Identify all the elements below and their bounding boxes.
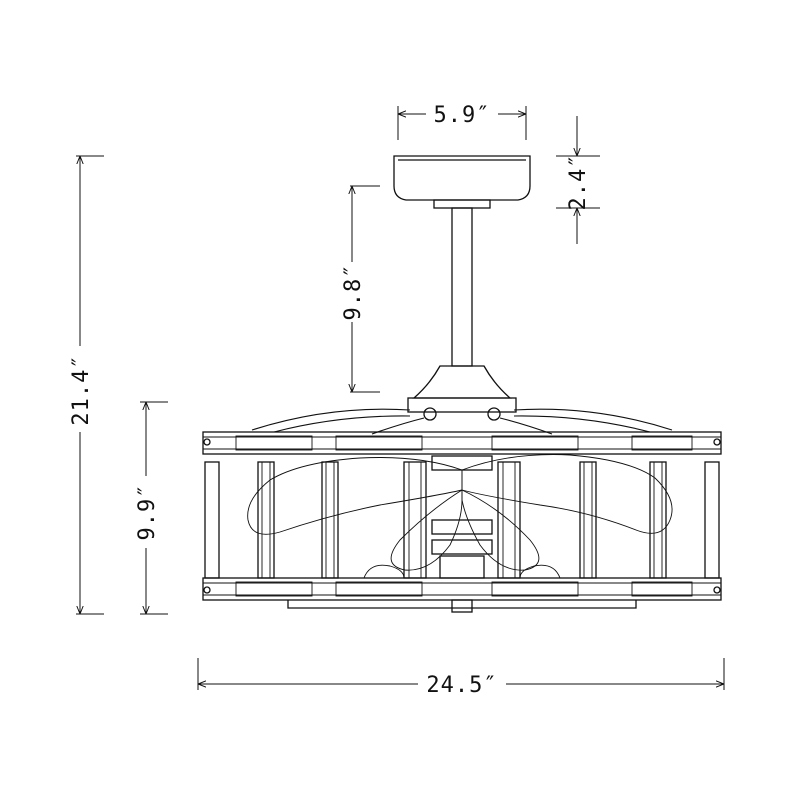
motor-housing (363, 455, 561, 579)
dim-overall-width: 24.5″ (197, 658, 725, 698)
canopy-height-label: 2.4″ (566, 154, 591, 211)
overall-width-label: 24.5″ (426, 673, 497, 698)
dim-cage-height: 9.9″ (135, 401, 168, 615)
cage-arms (251, 408, 673, 435)
fan-illustration (202, 155, 722, 613)
cage-rims (202, 431, 722, 613)
motor-collar (407, 365, 517, 421)
crystal-bars (203, 435, 721, 597)
dim-overall-height: 21.4″ (69, 155, 104, 615)
canopy (393, 155, 531, 209)
fan-blades (247, 454, 673, 571)
downrod-length-label: 9.8″ (341, 264, 366, 321)
dim-canopy-height: 2.4″ (556, 116, 600, 244)
downrod (451, 207, 473, 367)
dim-canopy-width: 5.9″ (397, 103, 527, 140)
cage-height-label: 9.9″ (135, 484, 160, 541)
dim-downrod-length: 9.8″ (341, 185, 380, 393)
overall-height-label: 21.4″ (69, 354, 94, 425)
canopy-width-label: 5.9″ (434, 103, 491, 128)
